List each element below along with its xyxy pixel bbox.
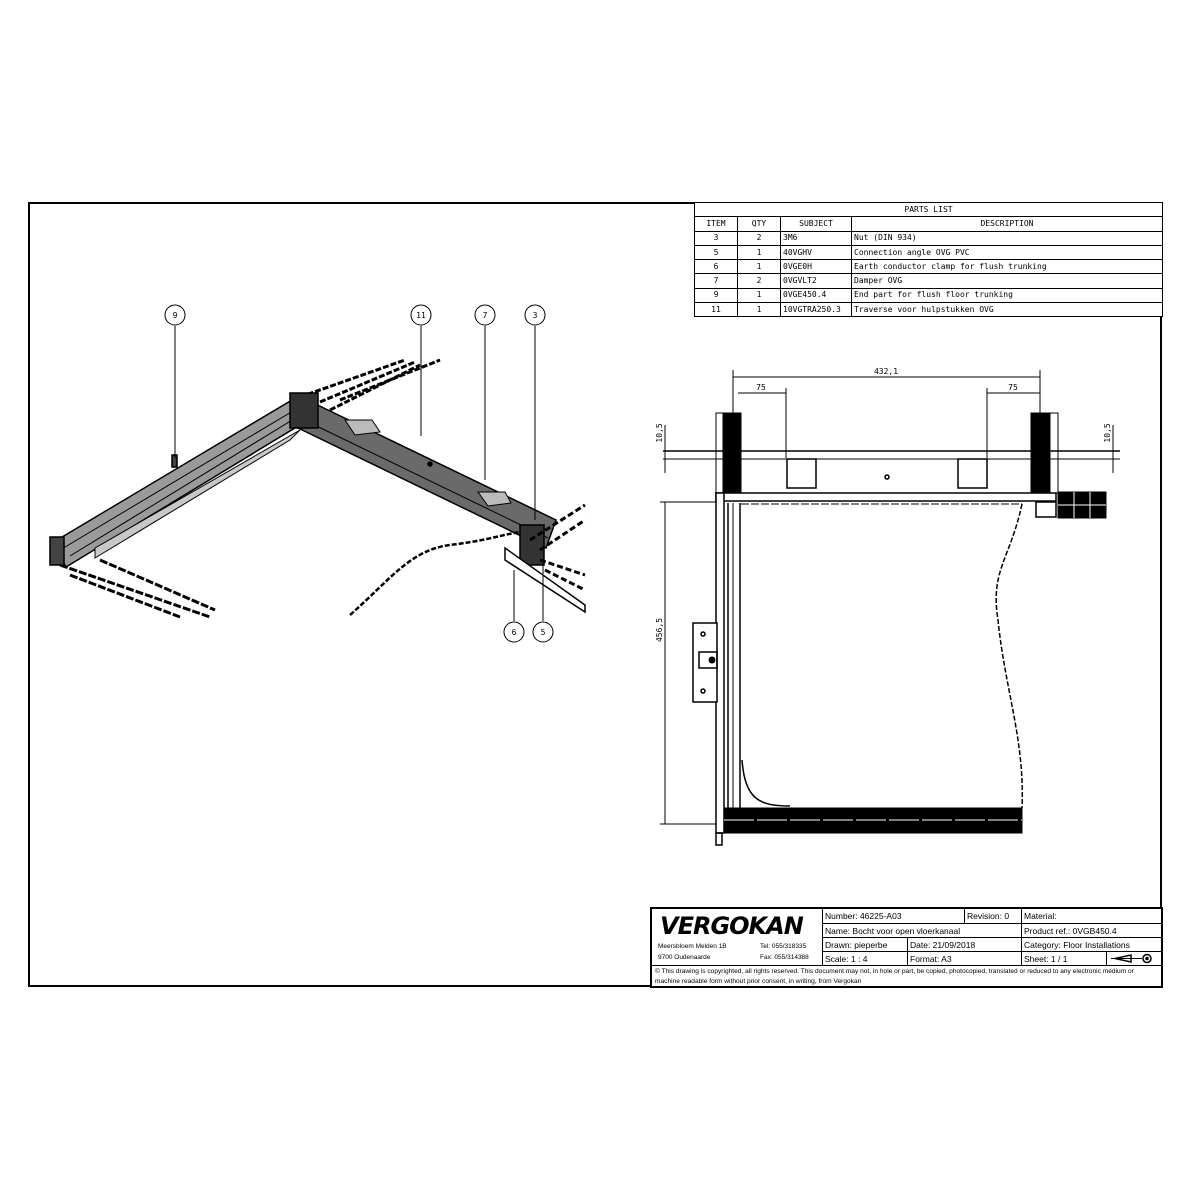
left-channel <box>722 412 742 494</box>
balloon-label: 5 <box>541 628 546 637</box>
drawing-number: Number: 46225-A03 <box>823 909 965 924</box>
qty: 1 <box>737 302 781 318</box>
address-line-1: Meersbloem Melden 1B <box>658 943 727 950</box>
traverse-beam <box>297 396 557 550</box>
plan-view <box>660 370 1120 846</box>
break-line <box>995 503 1024 809</box>
dimension-offset-right: 75 <box>1008 383 1018 392</box>
balloon-5 <box>532 621 554 643</box>
isometric-view <box>49 358 586 619</box>
sheet: Sheet: 1 / 1 <box>1022 952 1107 966</box>
subject: 0VGVLT2 <box>780 273 852 289</box>
item: 3 <box>694 230 738 246</box>
subject: 10VGTRA250.3 <box>780 302 852 318</box>
dimension-offset-left: 75 <box>756 383 766 392</box>
qty: 1 <box>737 244 781 261</box>
balloon-9 <box>164 304 186 326</box>
dimension-thickness-right: 10,5 <box>1103 423 1112 442</box>
company-logo: VERGOKAN Meersbloem Melden 1B 9700 Ouden… <box>652 909 823 966</box>
break-line <box>349 530 521 616</box>
parts-list-table: PARTS LIST ITEM QTY SUBJECT DESCRIPTION … <box>694 201 1163 318</box>
col-description: DESCRIPTION <box>851 216 1163 232</box>
description: Damper OVG <box>851 273 1163 289</box>
balloon-6 <box>503 621 525 643</box>
description: Connection angle OVG PVC <box>851 244 1163 261</box>
fax: Fax: 055/314388 <box>760 954 809 961</box>
projection-symbol-icon <box>1107 952 1161 966</box>
description: Traverse voor hulpstukken OVG <box>851 302 1163 318</box>
subject: 40VGHV <box>780 244 852 261</box>
subject: 0VGE450.4 <box>780 287 852 304</box>
item: 5 <box>694 244 738 261</box>
balloons <box>164 304 554 643</box>
dimension-height: 456,5 <box>655 618 664 642</box>
product-ref: Product ref.: 0VGB450.4 <box>1022 924 1161 938</box>
item: 9 <box>694 287 738 304</box>
date: Date: 21/09/2018 <box>908 938 1022 952</box>
col-item: ITEM <box>694 216 738 232</box>
copyright-notice: © This drawing is copyrighted, all right… <box>655 968 1134 985</box>
subject: 3M6 <box>780 230 852 246</box>
drawing-border <box>28 202 1162 987</box>
lower-rails <box>59 558 216 619</box>
item: 11 <box>694 302 738 318</box>
balloon-11 <box>410 304 432 326</box>
title-block: VERGOKAN Meersbloem Melden 1B 9700 Ouden… <box>650 907 1163 988</box>
category: Category: Floor Installations <box>1022 938 1161 952</box>
balloon-label: 3 <box>533 311 538 320</box>
description: End part for flush floor trunking <box>851 287 1163 304</box>
address-line-2: 9700 Oudenaarde <box>658 954 711 961</box>
description: Earth conductor clamp for flush trunking <box>851 259 1163 275</box>
balloon-3 <box>524 304 546 326</box>
damper-square-right <box>957 458 988 489</box>
description: Nut (DIN 934) <box>851 230 1163 246</box>
parts-list-title: PARTS LIST <box>694 201 1163 218</box>
col-qty: QTY <box>737 216 781 232</box>
qty: 2 <box>737 230 781 246</box>
dimension-width: 432,1 <box>874 367 898 376</box>
drawing-name: Name: Bocht voor open vloerkanaal <box>823 924 1022 938</box>
connection-assembly <box>504 503 586 614</box>
subject: 0VGE0H <box>780 259 852 275</box>
right-channel <box>1030 412 1051 494</box>
damper-2 <box>477 491 512 507</box>
balloon-label: 9 <box>173 311 178 320</box>
logo-text: VERGOKAN <box>660 912 804 940</box>
item: 7 <box>694 273 738 289</box>
phone: Tel: 055/318335 <box>760 943 807 950</box>
balloon-label: 11 <box>416 311 426 320</box>
qty: 1 <box>737 287 781 304</box>
col-subject: SUBJECT <box>780 216 852 232</box>
damper-1 <box>344 419 381 436</box>
balloon-label: 7 <box>483 311 488 320</box>
balloon-7 <box>474 304 496 326</box>
scale: Scale: 1 : 4 <box>823 952 908 966</box>
format: Format: A3 <box>908 952 1022 966</box>
item: 6 <box>694 259 738 275</box>
dimension-thickness-left: 10,5 <box>655 423 664 442</box>
material: Material: <box>1022 909 1161 924</box>
revision: Revision: 0 <box>965 909 1022 924</box>
upper-rails <box>299 358 441 412</box>
damper-square-left <box>786 458 817 489</box>
qty: 2 <box>737 273 781 289</box>
qty: 1 <box>737 259 781 275</box>
drawn-by: Drawn: pieperbe <box>823 938 908 952</box>
balloon-label: 6 <box>512 628 517 637</box>
